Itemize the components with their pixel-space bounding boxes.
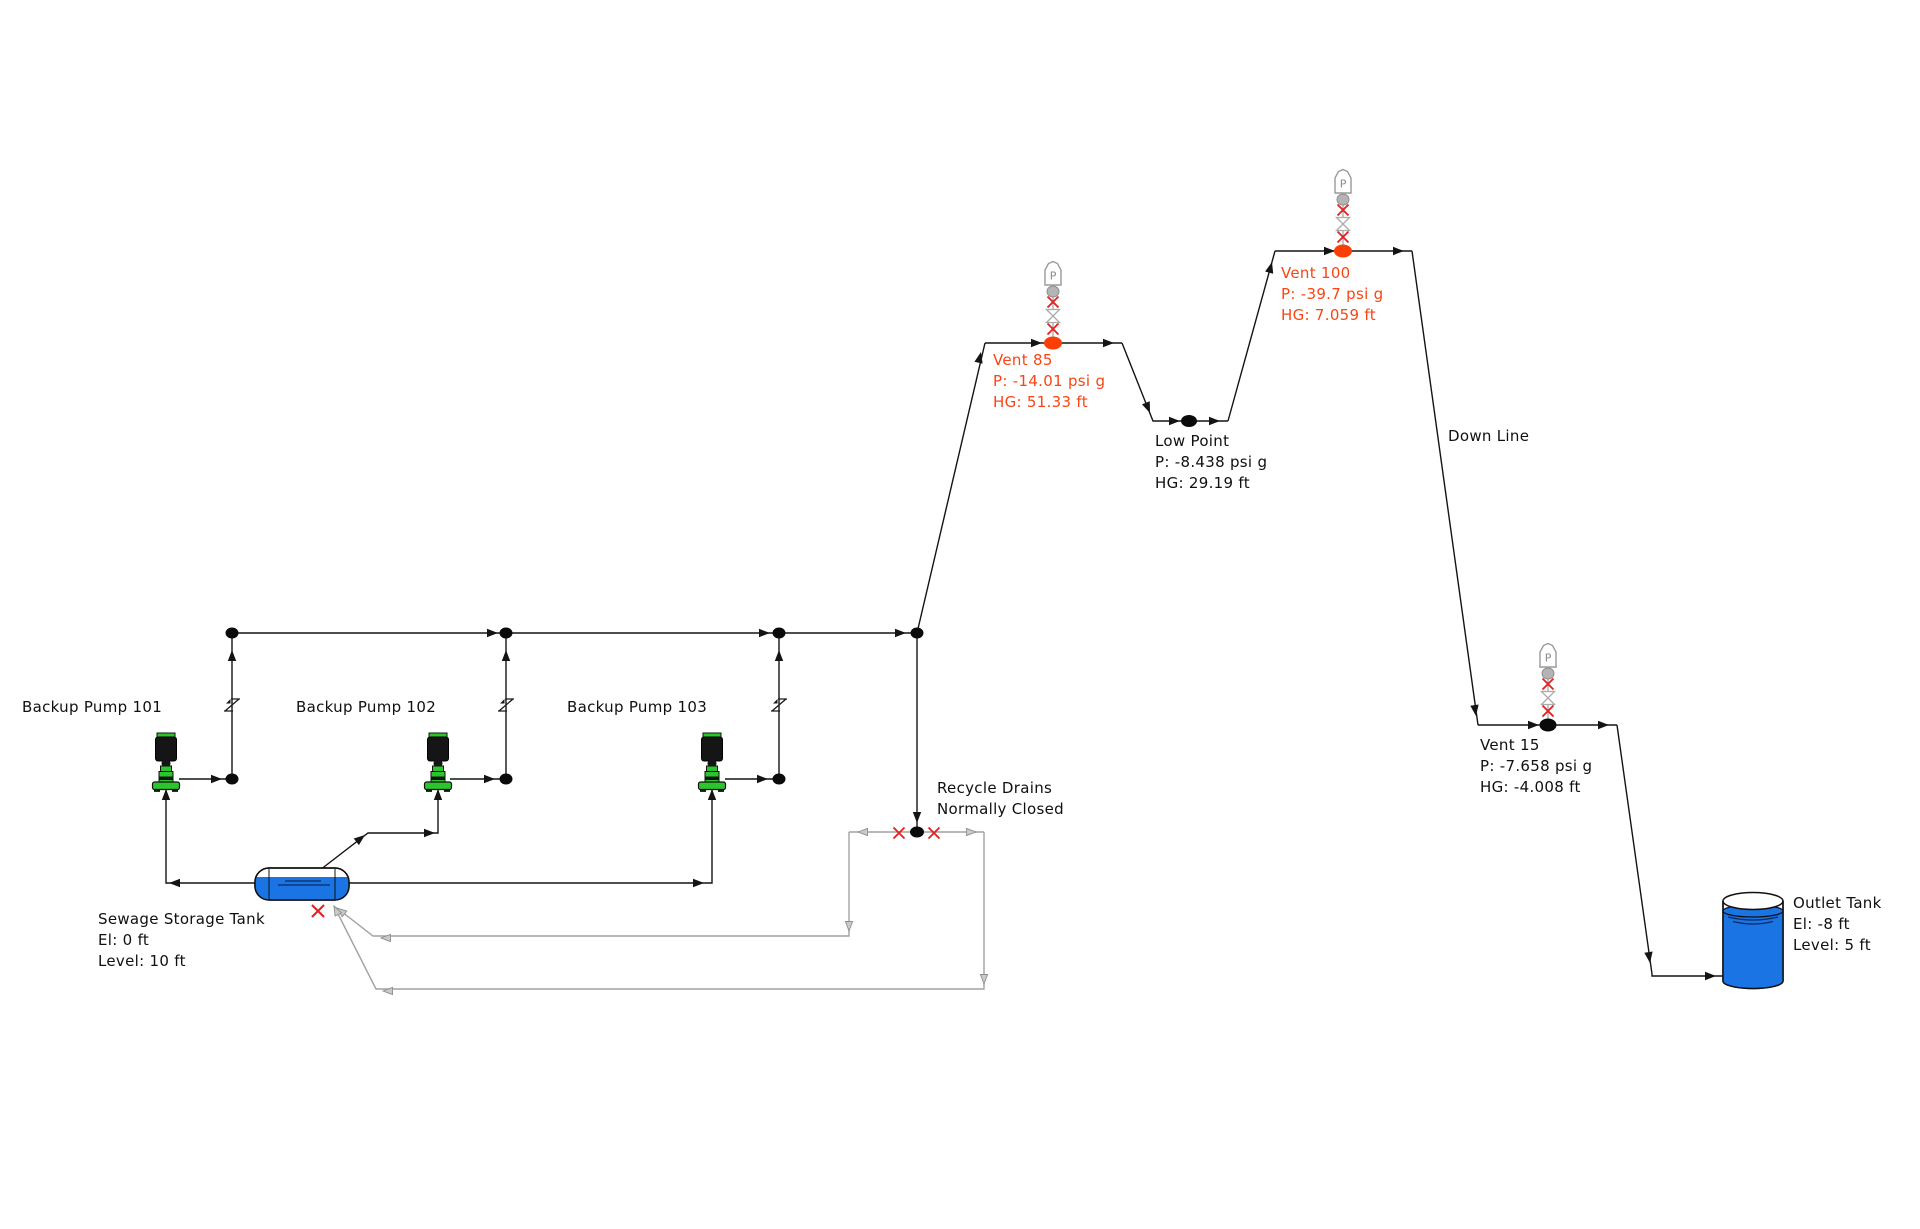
label-vent-15[interactable]: Vent 15 P: -7.658 psi g HG: -4.008 ft: [1480, 736, 1593, 796]
pressure-vessel-letter: P: [1545, 652, 1552, 665]
vent-85-node[interactable]: [1044, 336, 1062, 350]
pipe-down-line[interactable]: [1411, 250, 1479, 726]
pipe-drain-right-return[interactable]: [333, 832, 985, 990]
label-low-point[interactable]: Low Point P: -8.438 psi g HG: 29.19 ft: [1155, 432, 1268, 492]
label-sewage-storage-tank[interactable]: Sewage Storage Tank El: 0 ft Level: 10 f…: [98, 910, 265, 970]
pipe-pump101-discharge[interactable]: [179, 633, 233, 780]
junction-header-101[interactable]: [225, 627, 239, 639]
junction-discharge-102[interactable]: [499, 773, 513, 785]
pipe-pump102-suction[interactable]: [319, 790, 439, 871]
label-vent-85[interactable]: Vent 85 P: -14.01 psi g HG: 51.33 ft: [993, 351, 1106, 411]
vent-85-symbol[interactable]: P: [1044, 262, 1062, 350]
label-pump-101[interactable]: Backup Pump 101: [22, 698, 163, 716]
junction-discharge-101[interactable]: [225, 773, 239, 785]
label-recycle-drains[interactable]: Recycle Drains Normally Closed: [937, 779, 1064, 818]
vent-15-symbol[interactable]: P: [1540, 644, 1557, 732]
vent-100-symbol[interactable]: P: [1334, 170, 1352, 258]
vent-15-node[interactable]: [1539, 718, 1557, 732]
junction-header-102[interactable]: [499, 627, 513, 639]
pump-101-symbol[interactable]: [151, 732, 181, 793]
pipe-drain-left-return[interactable]: [336, 832, 850, 937]
pipe-suction-run[interactable]: [165, 790, 713, 884]
closed-valve-marks: [310, 826, 941, 919]
vent-100-node[interactable]: [1334, 244, 1352, 258]
pipe-pump103-discharge[interactable]: [725, 633, 780, 780]
pipe-pump102-discharge[interactable]: [450, 633, 507, 780]
junction-recycle-drains[interactable]: [910, 826, 924, 838]
pipe-low-point-climb[interactable]: [1227, 250, 1276, 422]
label-vent-100[interactable]: Vent 100 P: -39.7 psi g HG: 7.059 ft: [1281, 264, 1384, 324]
junction-discharge-103[interactable]: [772, 773, 786, 785]
junction-header-end[interactable]: [910, 627, 924, 639]
pipe-main-riser[interactable]: [916, 342, 986, 634]
sewage-storage-tank-symbol[interactable]: [254, 867, 350, 901]
pressure-vessel-letter: P: [1050, 270, 1057, 283]
outlet-tank-symbol[interactable]: [1722, 891, 1784, 990]
junction-header-103[interactable]: [772, 627, 786, 639]
pipe-to-low-point[interactable]: [1121, 342, 1228, 422]
pipe-outlet-run[interactable]: [1616, 724, 1723, 977]
label-outlet-tank[interactable]: Outlet Tank El: -8 ft Level: 5 ft: [1793, 894, 1882, 954]
label-pump-103[interactable]: Backup Pump 103: [567, 698, 708, 716]
label-pump-102[interactable]: Backup Pump 102: [296, 698, 437, 716]
pump-103-symbol[interactable]: [697, 732, 727, 793]
junction-low-point[interactable]: [1181, 415, 1197, 427]
flow-arrows: [161, 246, 1716, 981]
pressure-vessel-letter: P: [1340, 178, 1347, 191]
closed-flow-arrows: [330, 827, 989, 996]
label-down-line[interactable]: Down Line: [1448, 427, 1530, 445]
pump-102-symbol[interactable]: [423, 732, 453, 793]
